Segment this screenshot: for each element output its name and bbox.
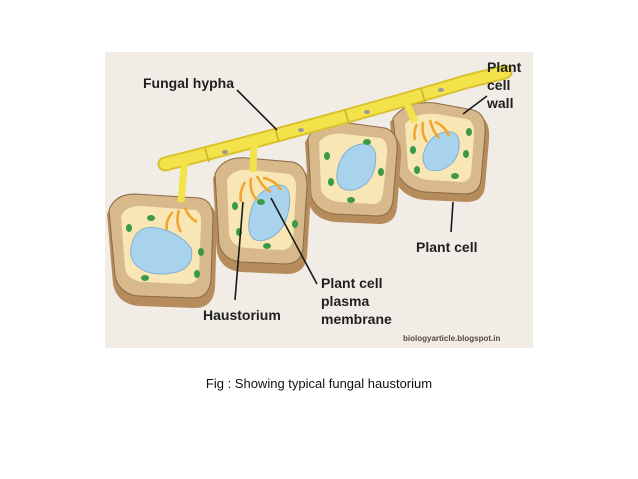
plant-cell-2: [213, 157, 311, 274]
haustorium-diagram: Fungal hypha Plant cell wall Plant cell …: [105, 52, 533, 348]
label-plant-cell-wall-1: Plant: [487, 59, 522, 75]
plant-cell-4: [390, 102, 490, 202]
label-plasma-membrane-1: Plant cell: [321, 275, 382, 291]
label-plasma-membrane-3: membrane: [321, 311, 392, 327]
label-plant-cell-wall-3: wall: [486, 95, 513, 111]
plant-cell-3: [305, 121, 402, 224]
label-plasma-membrane-2: plasma: [321, 293, 369, 309]
label-fungal-hypha: Fungal hypha: [143, 75, 234, 91]
credit-text: biologyarticle.blogspot.in: [403, 334, 500, 343]
label-plant-cell-wall-2: cell: [487, 77, 510, 93]
figure-caption: Fig : Showing typical fungal haustorium: [205, 376, 433, 391]
plant-cell-1: [107, 193, 217, 308]
label-plant-cell: Plant cell: [416, 239, 477, 255]
label-haustorium: Haustorium: [203, 307, 281, 323]
leader-lines: [234, 89, 488, 301]
fungal-hypha: [157, 64, 513, 203]
